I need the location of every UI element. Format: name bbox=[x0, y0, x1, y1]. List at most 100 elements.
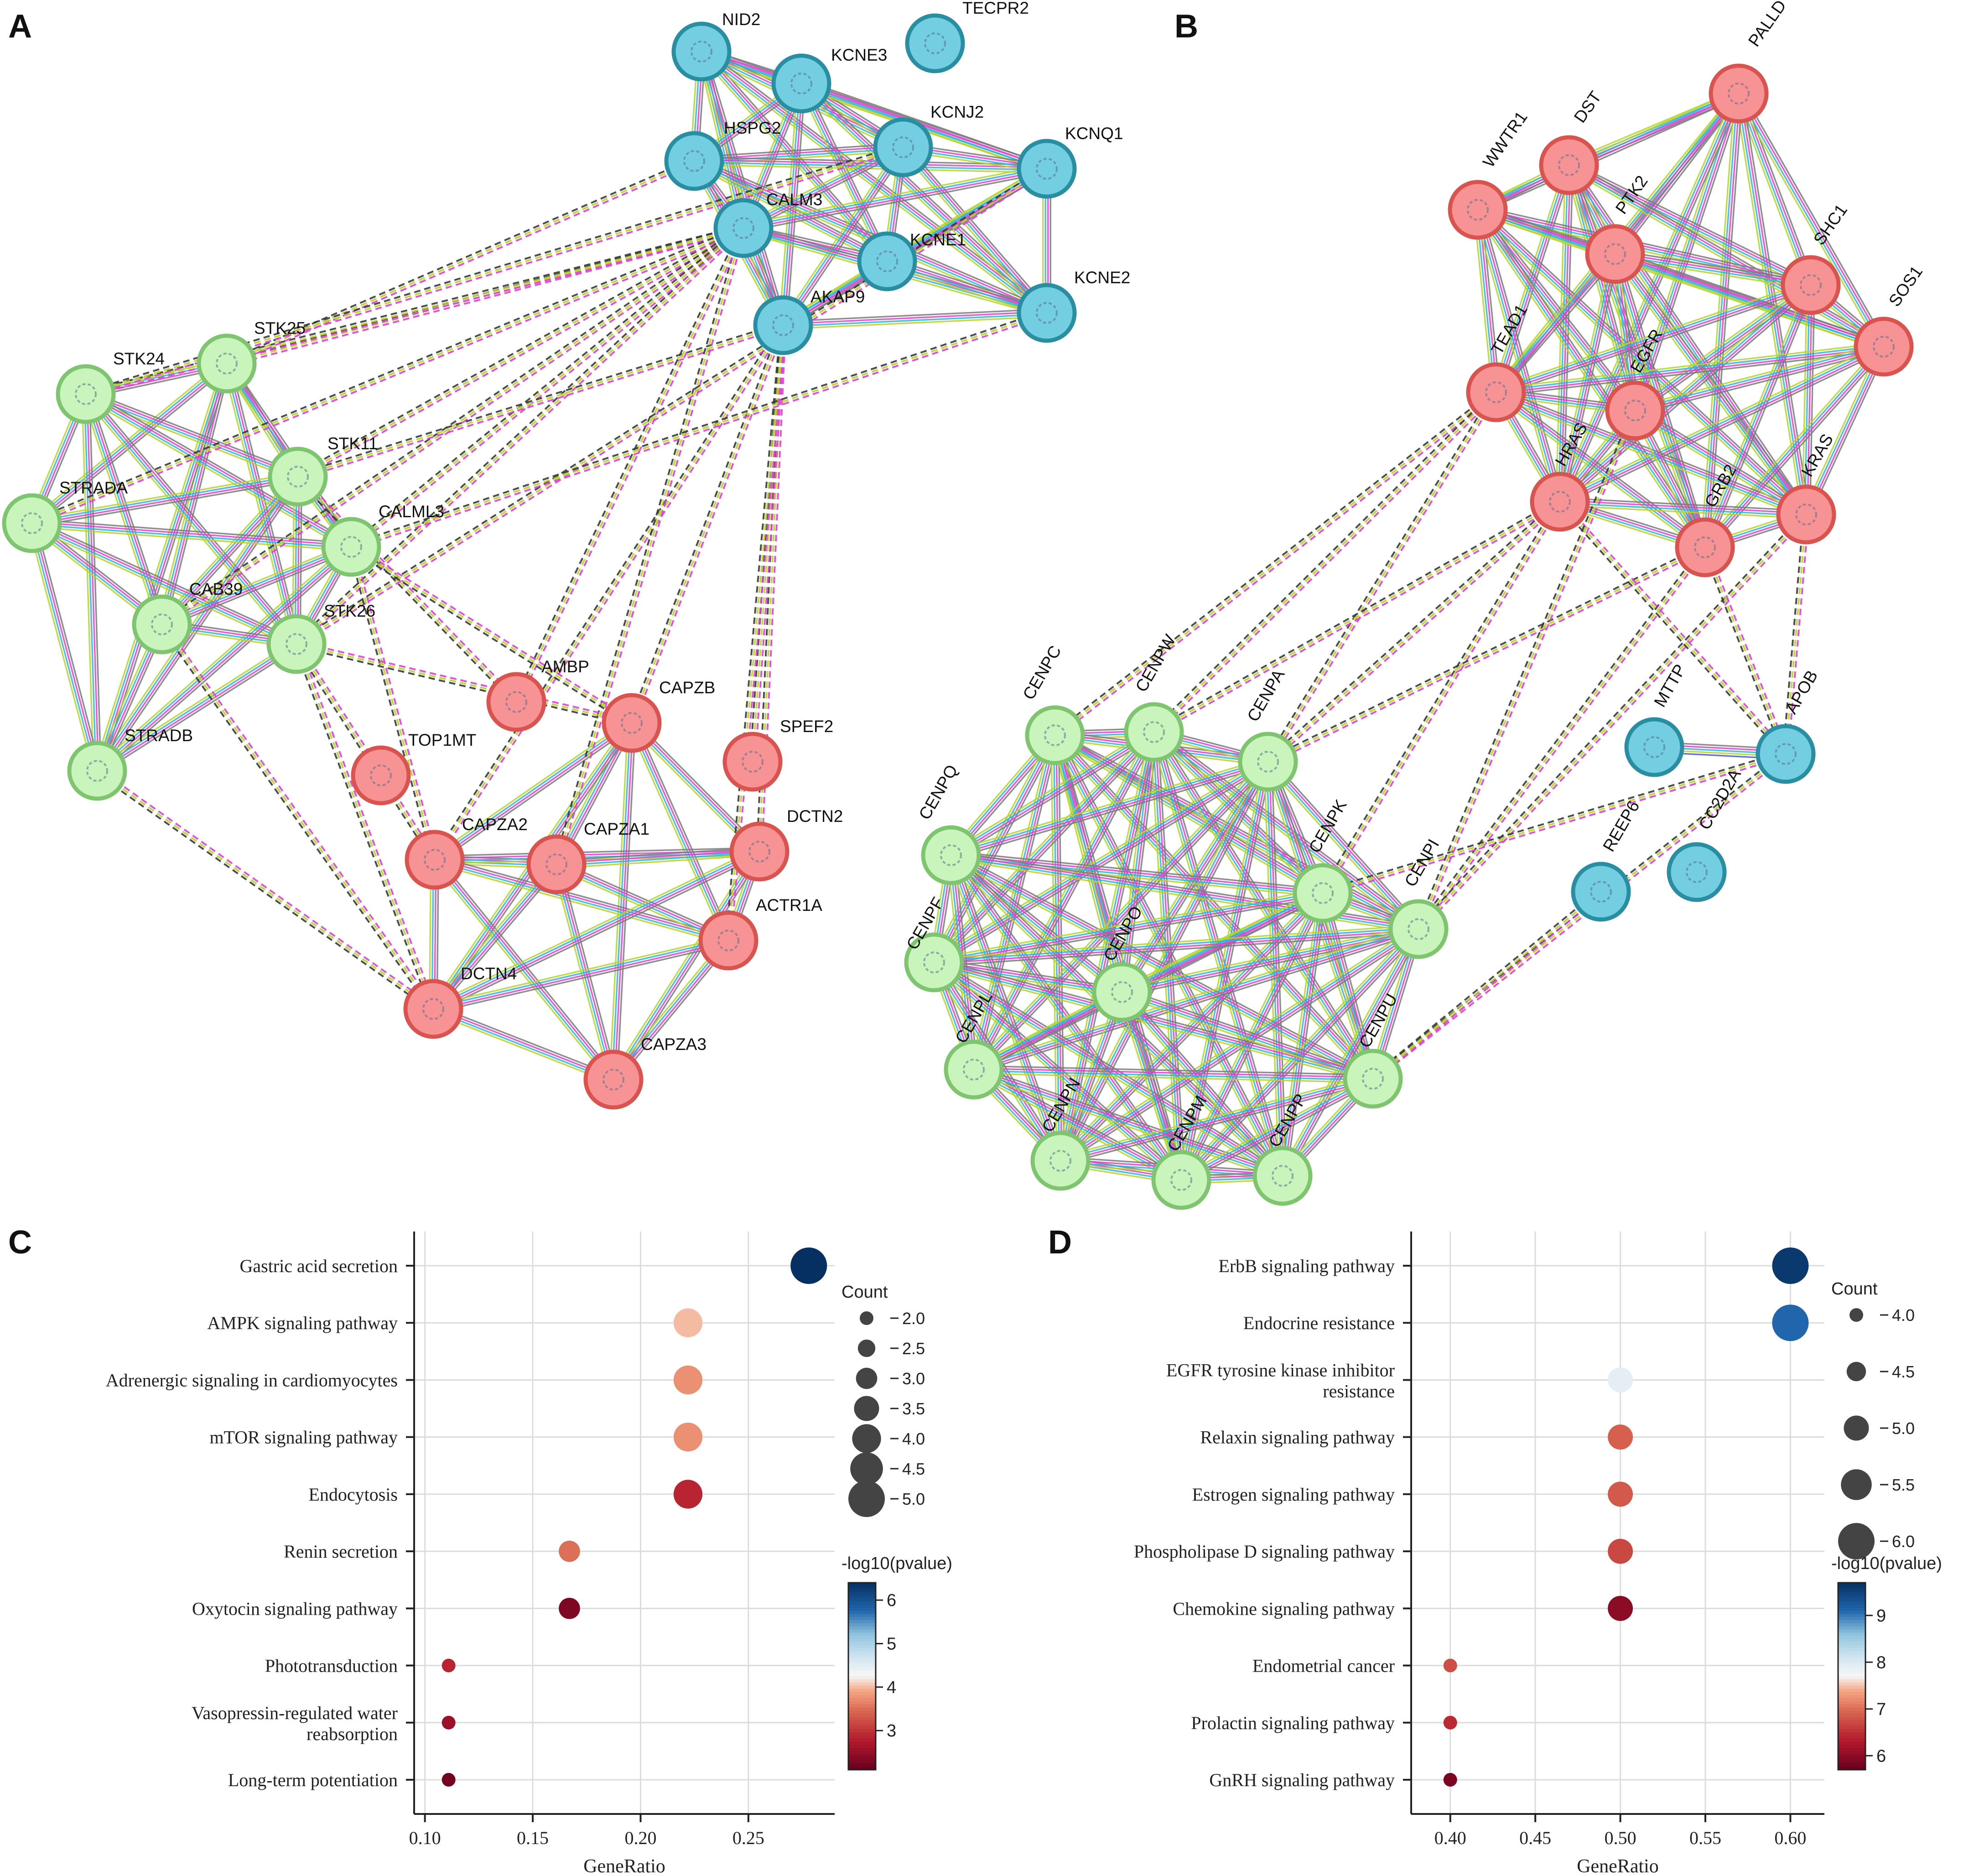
colorbar-segment bbox=[848, 1658, 876, 1661]
network-a-edge bbox=[692, 163, 886, 265]
node-tecpr2[interactable]: TECPR2 bbox=[905, 0, 1029, 73]
node-circle bbox=[1530, 472, 1590, 532]
network-b-edge bbox=[1705, 94, 1741, 548]
network-a-edge bbox=[95, 475, 298, 771]
network-b-edge bbox=[1707, 348, 1887, 551]
node-ambp[interactable]: AMBP bbox=[486, 657, 589, 732]
node-dctn2[interactable]: DCTN2 bbox=[729, 807, 843, 882]
node-nid2[interactable]: NID2 bbox=[671, 10, 760, 82]
node-circle bbox=[1293, 863, 1353, 923]
network-b-edge bbox=[935, 764, 1271, 967]
network-a-edge bbox=[297, 170, 1049, 647]
protein-structure-icon bbox=[1044, 724, 1066, 746]
colorbar-segment bbox=[848, 1604, 876, 1608]
node-akap9[interactable]: AKAP9 bbox=[753, 287, 865, 355]
node-cenpa[interactable]: CENPA bbox=[1238, 666, 1298, 792]
protein-structure-icon bbox=[892, 136, 914, 158]
protein-structure-icon bbox=[1624, 400, 1646, 421]
colorbar-segment bbox=[1838, 1710, 1865, 1714]
network-b-edge bbox=[930, 729, 1152, 961]
network-b-edge bbox=[1060, 762, 1270, 1162]
protein-structure-icon bbox=[924, 32, 946, 54]
node-circle bbox=[771, 53, 831, 114]
network-b-edge bbox=[1325, 892, 1377, 1078]
node-capza2[interactable]: CAPZA2 bbox=[405, 815, 528, 890]
node-label: ACTR1A bbox=[756, 896, 822, 915]
protein-structure-icon bbox=[1558, 154, 1580, 176]
network-b-edge bbox=[1180, 1077, 1373, 1180]
network-a-edge bbox=[432, 936, 728, 1006]
node-dctn4[interactable]: DCTN4 bbox=[403, 964, 517, 1039]
network-b-edge bbox=[951, 764, 1269, 860]
colorbar-segment bbox=[848, 1763, 876, 1767]
node-hspg2[interactable]: HSPG2 bbox=[664, 119, 781, 191]
network-b-edge bbox=[1808, 348, 1888, 517]
protein-structure-icon bbox=[621, 712, 643, 734]
network-b-edge bbox=[935, 958, 1123, 989]
network-b-edge bbox=[933, 889, 1322, 960]
colorbar-tick-label: 8 bbox=[1876, 1653, 1886, 1672]
node-actr1a[interactable]: ACTR1A bbox=[698, 896, 822, 971]
chart-c-grid bbox=[414, 1232, 835, 1814]
node-calml3[interactable]: CALML3 bbox=[321, 502, 444, 577]
colorbar-segment bbox=[1838, 1748, 1865, 1751]
node-stk25[interactable]: STK25 bbox=[197, 319, 306, 394]
node-capza3[interactable]: CAPZA3 bbox=[583, 1035, 706, 1110]
node-palld[interactable]: PALLD bbox=[1709, 0, 1790, 124]
data-point bbox=[1443, 1715, 1457, 1730]
node-spef2[interactable]: SPEF2 bbox=[722, 717, 833, 792]
network-b-edge bbox=[1703, 284, 1811, 547]
y-tick-label: Renin secretion bbox=[284, 1541, 398, 1562]
node-top1mt[interactable]: TOP1MT bbox=[351, 731, 476, 805]
node-calm3[interactable]: CALM3 bbox=[713, 190, 822, 258]
colorbar-segment bbox=[848, 1745, 876, 1749]
node-shc1[interactable]: SHC1 bbox=[1781, 201, 1851, 315]
node-stk26[interactable]: STK26 bbox=[266, 602, 375, 674]
network-b-edge bbox=[1614, 257, 1810, 290]
node-cenpi[interactable]: CENPI bbox=[1388, 836, 1449, 959]
network-b-edge bbox=[1266, 544, 1704, 760]
network-b-edge bbox=[1636, 406, 1809, 512]
node-kcne1[interactable]: KCNE1 bbox=[857, 230, 966, 291]
node-kcne2[interactable]: KCNE2 bbox=[1017, 268, 1130, 343]
node-hras[interactable]: HRAS bbox=[1530, 419, 1591, 532]
network-a-edge bbox=[98, 364, 229, 772]
node-cenpw[interactable]: CENPW bbox=[1124, 631, 1184, 762]
network-a-edge bbox=[899, 149, 1045, 316]
node-strada[interactable]: STRADA bbox=[2, 478, 128, 553]
node-mttp[interactable]: MTTP bbox=[1624, 661, 1689, 777]
node-capzb[interactable]: CAPZB bbox=[602, 678, 715, 753]
node-label: CENPQ bbox=[915, 762, 961, 823]
node-stk11[interactable]: STK11 bbox=[268, 434, 378, 507]
protein-structure-icon bbox=[1170, 1169, 1192, 1191]
node-capza1[interactable]: CAPZA1 bbox=[526, 820, 649, 894]
network-b-edge bbox=[1060, 1079, 1374, 1163]
network-b-edge bbox=[1269, 503, 1562, 764]
x-tick-label: 0.45 bbox=[1519, 1828, 1551, 1848]
network-b-edge bbox=[1473, 210, 1493, 393]
colorbar-segment bbox=[848, 1585, 876, 1590]
node-circle bbox=[1252, 1146, 1313, 1206]
y-tick-label: Phototransduction bbox=[265, 1656, 398, 1676]
network-a-edge bbox=[160, 225, 743, 624]
colorbar-segment bbox=[848, 1589, 876, 1593]
node-stk24[interactable]: STK24 bbox=[56, 349, 165, 424]
network-b-edge bbox=[951, 732, 1155, 857]
colorbar-segment bbox=[848, 1648, 876, 1652]
node-cenpc[interactable]: CENPC bbox=[1019, 642, 1085, 765]
node-dst[interactable]: DST bbox=[1539, 88, 1605, 195]
node-reep6[interactable]: REEP6 bbox=[1571, 797, 1643, 922]
node-kcnq1[interactable]: KCNQ1 bbox=[1017, 124, 1123, 199]
network-b-edge bbox=[1737, 94, 1884, 348]
network-b-edge bbox=[1615, 252, 1811, 285]
node-cab39[interactable]: CAB39 bbox=[132, 580, 243, 655]
node-stradb[interactable]: STRADB bbox=[67, 726, 193, 801]
network-b-edge bbox=[1322, 753, 1786, 894]
node-circle bbox=[1675, 517, 1735, 577]
node-kcnj2[interactable]: KCNJ2 bbox=[873, 103, 984, 177]
network-a-edge bbox=[85, 227, 744, 395]
node-cenpq[interactable]: CENPQ bbox=[915, 762, 981, 885]
node-kcne3[interactable]: KCNE3 bbox=[771, 46, 887, 114]
y-tick-label: mTOR signaling pathway bbox=[209, 1427, 398, 1448]
